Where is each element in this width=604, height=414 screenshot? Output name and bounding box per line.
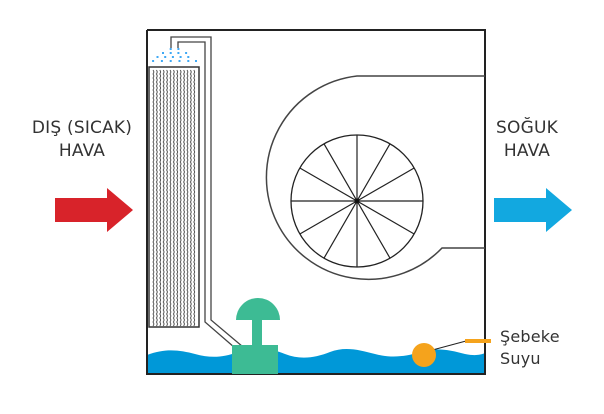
spray-droplet [169, 52, 172, 54]
cooler-housing [146, 29, 486, 375]
spray-droplet [156, 56, 159, 58]
pad-corrugation [182, 69, 185, 327]
mains-water-label-line1: Şebeke [500, 327, 560, 346]
spray-droplet [152, 60, 155, 62]
spray-droplet [178, 60, 181, 62]
spray-nozzle-droplets [152, 48, 197, 62]
float-ball [412, 343, 436, 367]
water-pipe [170, 36, 250, 353]
spray-droplet [179, 56, 182, 58]
spray-droplet [160, 60, 163, 62]
fan-hub [354, 198, 360, 204]
spray-droplet [169, 60, 172, 62]
hot-air-arrow [55, 188, 133, 232]
pad-corrugation [176, 69, 179, 327]
hot-air-label-line2: HAVA [58, 141, 106, 161]
mains-water-label: Şebeke Suyu [500, 326, 560, 370]
cooling-pad-texture [152, 69, 196, 327]
water-pump [232, 298, 280, 374]
spray-droplet [187, 56, 190, 58]
water-inlet [465, 339, 491, 343]
pad-corrugation [169, 69, 172, 327]
cool-air-label-line1: SOĞUK [496, 118, 558, 138]
cool-air-label-line2: HAVA [503, 141, 551, 161]
pad-corrugation [152, 69, 155, 327]
fan-housing [265, 75, 485, 281]
pad-corrugation [165, 69, 168, 327]
spray-droplet [162, 52, 164, 54]
spray-droplet [177, 52, 180, 54]
pad-corrugation [179, 69, 182, 327]
spray-droplet [177, 48, 180, 50]
spray-droplet [185, 52, 188, 54]
mains-water-label-line2: Suyu [500, 349, 541, 368]
spray-droplet [195, 60, 197, 62]
spray-droplet [187, 60, 190, 62]
pad-corrugation [186, 69, 189, 327]
pad-corrugation [162, 69, 165, 327]
hot-air-label: DIŞ (SICAK) HAVA [22, 117, 142, 163]
cool-air-label: SOĞUK HAVA [486, 117, 568, 163]
pad-corrugation [155, 69, 158, 327]
pad-corrugation [172, 69, 175, 327]
pad-corrugation [159, 69, 162, 327]
cool-air-arrow [494, 188, 572, 232]
spray-droplet [164, 56, 167, 58]
pad-corrugation [189, 69, 192, 327]
hot-air-label-line1: DIŞ (SICAK) [31, 118, 133, 138]
spray-droplet [169, 48, 172, 50]
spray-droplet [171, 56, 174, 58]
water-reservoir [147, 348, 485, 374]
pad-corrugation [193, 69, 196, 327]
